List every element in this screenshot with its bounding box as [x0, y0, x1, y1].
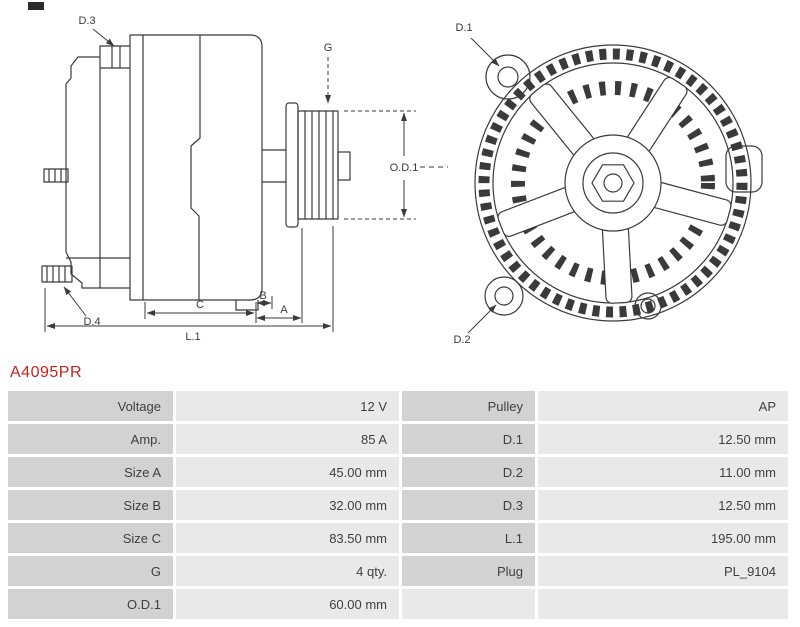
ear-d1 — [485, 54, 531, 100]
spec-value: 83.50 mm — [176, 523, 399, 553]
spec-value: PL_9104 — [538, 556, 788, 586]
spec-value: 12 V — [176, 391, 399, 421]
spec-label: D.1 — [402, 424, 535, 454]
table-row: Size C 83.50 mm L.1 195.00 mm — [8, 523, 788, 553]
spec-value: AP — [538, 391, 788, 421]
spec-value: 32.00 mm — [176, 490, 399, 520]
spec-label: D.2 — [402, 457, 535, 487]
label-c: C — [196, 299, 204, 311]
spec-table: Voltage 12 V Pulley AP Amp. 85 A D.1 12.… — [5, 388, 791, 622]
corner-mark — [28, 2, 44, 10]
spec-value: 45.00 mm — [176, 457, 399, 487]
table-row: Amp. 85 A D.1 12.50 mm — [8, 424, 788, 454]
spec-label: Size B — [8, 490, 173, 520]
table-row: Voltage 12 V Pulley AP — [8, 391, 788, 421]
hole-d1 — [497, 66, 519, 88]
table-row: G 4 qty. Plug PL_9104 — [8, 556, 788, 586]
spec-value: 4 qty. — [176, 556, 399, 586]
table-row: O.D.1 60.00 mm — [8, 589, 788, 619]
alternator-diagram: D.3 G O.D.1 D.4 C B A L.1 D.1 D.2 — [41, 15, 763, 346]
hole-d2 — [494, 286, 514, 306]
spec-value: 12.50 mm — [538, 424, 788, 454]
label-a: A — [280, 304, 288, 316]
part-number: A4095PR — [10, 364, 82, 381]
spec-label: Pulley — [402, 391, 535, 421]
spokes — [497, 76, 732, 304]
shaft-nut — [591, 164, 635, 202]
label-d1: D.1 — [455, 22, 472, 34]
spec-label: Plug — [402, 556, 535, 586]
table-row: Size A 45.00 mm D.2 11.00 mm — [8, 457, 788, 487]
spec-label: Size C — [8, 523, 173, 553]
label-od1: O.D.1 — [390, 162, 419, 174]
spec-value-empty — [538, 589, 788, 619]
spec-label: Amp. — [8, 424, 173, 454]
spec-value: 12.50 mm — [538, 490, 788, 520]
label-b: B — [259, 290, 266, 302]
spec-label: O.D.1 — [8, 589, 173, 619]
spec-label-empty — [402, 589, 535, 619]
spec-label: D.3 — [402, 490, 535, 520]
spec-label: Voltage — [8, 391, 173, 421]
table-row: Size B 32.00 mm D.3 12.50 mm — [8, 490, 788, 520]
technical-drawing: D.3 G O.D.1 D.4 C B A L.1 D.1 D.2 — [41, 15, 763, 346]
label-g: G — [324, 42, 333, 54]
spec-value: 11.00 mm — [538, 457, 788, 487]
label-d4: D.4 — [83, 316, 100, 328]
label-d2: D.2 — [453, 334, 470, 346]
spec-value: 85 A — [176, 424, 399, 454]
label-d3: D.3 — [78, 15, 95, 27]
cooling-fins — [478, 48, 748, 318]
front-view — [474, 44, 763, 322]
label-l1: L.1 — [185, 331, 200, 343]
dimension-lines — [44, 28, 500, 334]
spec-label: L.1 — [402, 523, 535, 553]
ear-d2 — [484, 276, 524, 316]
right-ear — [725, 145, 763, 193]
spec-label: Size A — [8, 457, 173, 487]
spec-value: 195.00 mm — [538, 523, 788, 553]
vent-slots — [511, 81, 715, 285]
side-view — [41, 34, 351, 311]
spec-value: 60.00 mm — [176, 589, 399, 619]
spec-label: G — [8, 556, 173, 586]
